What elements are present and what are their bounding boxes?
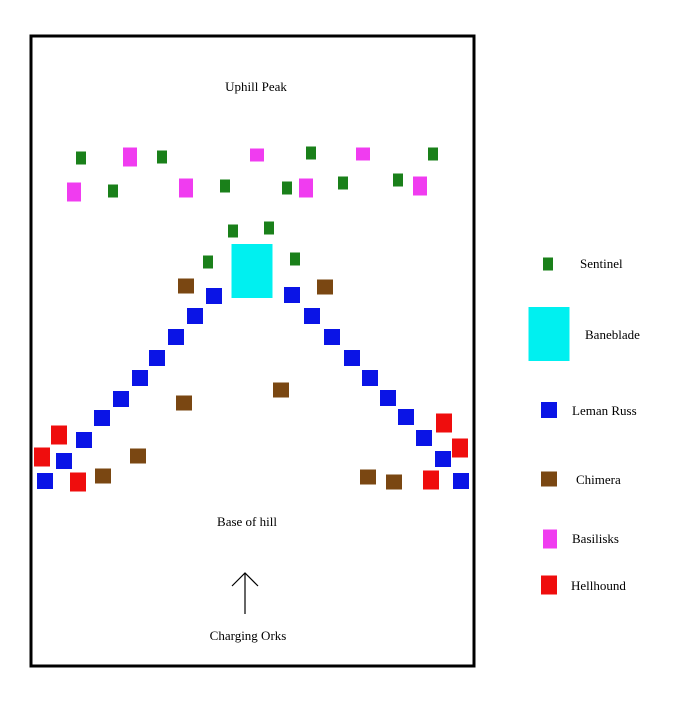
leman-russ-unit <box>304 308 320 324</box>
leman-russ-unit <box>76 432 92 448</box>
label-uphill-peak: Uphill Peak <box>225 79 287 94</box>
leman-russ-unit <box>168 329 184 345</box>
leman-russ-unit <box>187 308 203 324</box>
basilisk-unit <box>413 176 427 196</box>
leman-russ-unit <box>206 288 222 304</box>
basilisk-unit <box>356 147 370 161</box>
baneblade-unit <box>231 244 273 298</box>
unit-layer <box>34 146 469 492</box>
hellhound-unit <box>51 425 67 445</box>
legend-swatch-leman-russ <box>541 402 557 418</box>
basilisk-unit <box>179 178 193 198</box>
sentinel-unit <box>228 224 238 238</box>
sentinel-unit <box>428 147 438 161</box>
sentinel-unit <box>203 255 213 269</box>
legend-swatch-chimera <box>541 471 557 487</box>
chimera-unit <box>95 468 111 484</box>
leman-russ-unit <box>380 390 396 406</box>
chimera-unit <box>317 279 333 295</box>
leman-russ-unit <box>132 370 148 386</box>
sentinel-unit <box>264 221 274 235</box>
legend-label-baneblade: Baneblade <box>585 327 640 342</box>
legend-swatch-baneblade <box>528 307 570 361</box>
leman-russ-unit <box>362 370 378 386</box>
basilisk-unit <box>123 147 137 167</box>
legend-swatch-sentinel <box>543 257 553 271</box>
leman-russ-unit <box>398 409 414 425</box>
legend-label-sentinel: Sentinel <box>580 256 623 271</box>
sentinel-unit <box>157 150 167 164</box>
legend-swatch-hellhound <box>541 575 557 595</box>
chimera-unit <box>178 278 194 294</box>
hellhound-unit <box>452 438 468 458</box>
basilisk-unit <box>67 182 81 202</box>
basilisk-unit <box>250 148 264 162</box>
sentinel-unit <box>108 184 118 198</box>
chimera-unit <box>130 448 146 464</box>
leman-russ-unit <box>113 391 129 407</box>
chimera-unit <box>386 474 402 490</box>
label-base-of-hill: Base of hill <box>217 514 277 529</box>
chimera-unit <box>176 395 192 411</box>
sentinel-unit <box>290 252 300 266</box>
label-charging-orks: Charging Orks <box>210 628 287 643</box>
leman-russ-unit <box>324 329 340 345</box>
legend-label-leman-russ: Leman Russ <box>572 403 637 418</box>
hellhound-unit <box>423 470 439 490</box>
leman-russ-unit <box>56 453 72 469</box>
sentinel-unit <box>393 173 403 187</box>
chimera-unit <box>273 382 289 398</box>
sentinel-unit <box>282 181 292 195</box>
basilisk-unit <box>299 178 313 198</box>
hellhound-unit <box>34 447 50 467</box>
leman-russ-unit <box>284 287 300 303</box>
sentinel-unit <box>76 151 86 165</box>
battlefield-frame <box>29 34 476 668</box>
leman-russ-unit <box>37 473 53 489</box>
leman-russ-unit <box>416 430 432 446</box>
sentinel-unit <box>338 176 348 190</box>
hellhound-unit <box>436 413 452 433</box>
legend-label-chimera: Chimera <box>576 472 621 487</box>
chimera-unit <box>360 469 376 485</box>
leman-russ-unit <box>453 473 469 489</box>
legend-label-hellhound: Hellhound <box>571 578 626 593</box>
hellhound-unit <box>70 472 86 492</box>
legend-swatch-basilisk <box>543 529 557 549</box>
sentinel-unit <box>220 179 230 193</box>
leman-russ-unit <box>94 410 110 426</box>
leman-russ-unit <box>149 350 165 366</box>
sentinel-unit <box>306 146 316 160</box>
leman-russ-unit <box>435 451 451 467</box>
leman-russ-unit <box>344 350 360 366</box>
legend-label-basilisk: Basilisks <box>572 531 619 546</box>
charging-orks-arrow <box>231 572 259 614</box>
